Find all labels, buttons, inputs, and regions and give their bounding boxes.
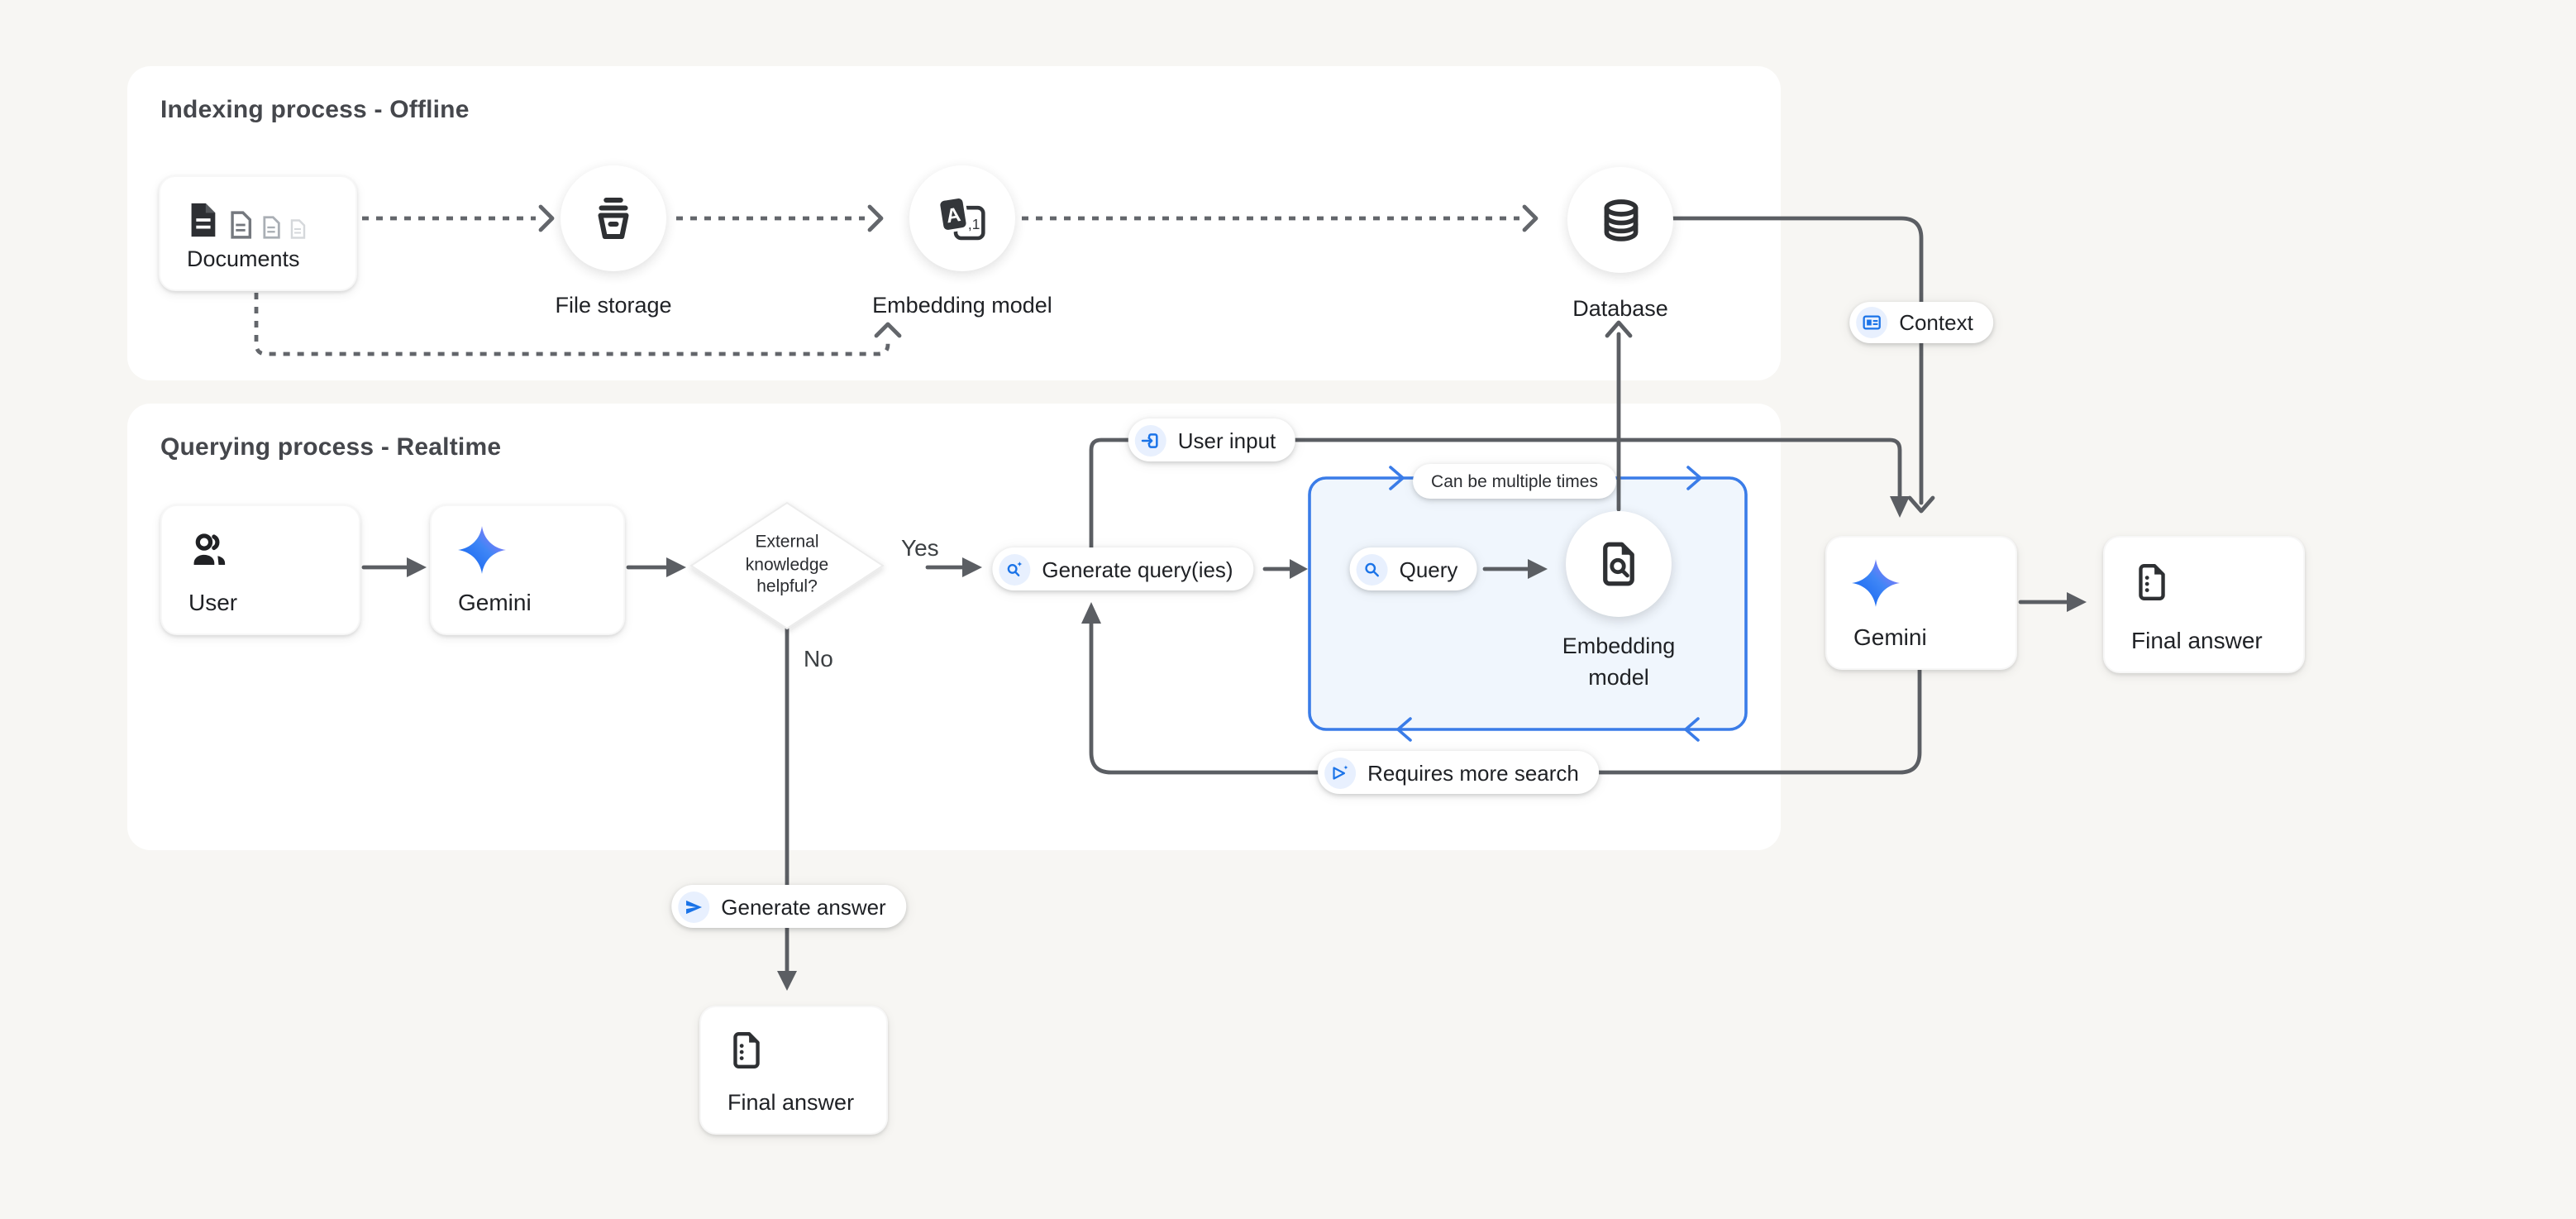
user-card: User xyxy=(160,504,360,635)
user-label: User xyxy=(188,589,238,615)
arrowhead-gemini-finalanswer-icon xyxy=(2067,592,2087,612)
svg-text:A: A xyxy=(945,203,962,227)
user-input-pill: User input xyxy=(1128,418,1296,461)
documents-icon xyxy=(184,198,308,241)
final-answer-bottom-card: Final answer xyxy=(699,1006,888,1135)
requires-more-search-pill: Requires more search xyxy=(1318,751,1599,794)
file-storage-label: File storage xyxy=(555,293,672,318)
generate-queries-pill: Generate query(ies) xyxy=(992,547,1253,590)
generate-answer-pill-label: Generate answer xyxy=(721,894,886,919)
embedding-model-icon: 0,1 A xyxy=(937,195,985,241)
user-input-pill-label: User input xyxy=(1177,428,1276,452)
documents-label: Documents xyxy=(187,246,300,271)
arrowhead-userinput-gemini-icon xyxy=(1890,496,1910,518)
file-storage-node xyxy=(561,165,666,271)
yes-label: Yes xyxy=(901,534,939,561)
documents-card: Documents xyxy=(159,175,357,291)
no-label: No xyxy=(804,645,833,672)
final-answer-right-card: Final answer xyxy=(2103,536,2305,673)
query-pill: Query xyxy=(1349,547,1478,590)
gemini-card: Gemini xyxy=(430,504,625,635)
can-be-multiple-times-label: Can be multiple times xyxy=(1431,471,1598,491)
gemini-label: Gemini xyxy=(458,589,532,615)
gemini-label: Gemini xyxy=(1853,624,1927,650)
send-icon xyxy=(678,891,710,922)
generate-queries-pill-label: Generate query(ies) xyxy=(1042,557,1233,581)
spark-arrow-icon xyxy=(1324,757,1357,788)
search-icon xyxy=(1356,553,1388,585)
indexing-panel-title: Indexing process - Offline xyxy=(160,96,470,124)
final-answer-label: Final answer xyxy=(2131,627,2263,653)
database-icon xyxy=(1603,198,1638,241)
database-label: Database xyxy=(1572,296,1668,321)
generate-answer-pill: Generate answer xyxy=(671,885,906,928)
embedding-model-offline-node: 0,1 A xyxy=(909,165,1015,271)
bucket-icon xyxy=(598,198,629,239)
embedding-model-realtime-node xyxy=(1566,511,1672,617)
embedding-model-realtime-label: Embedding model xyxy=(1562,633,1676,690)
final-answer-label: Final answer xyxy=(727,1090,855,1115)
users-icon xyxy=(193,533,226,565)
requires-more-search-pill-label: Requires more search xyxy=(1367,760,1579,785)
querying-panel-title: Querying process - Realtime xyxy=(160,433,502,461)
gemini-star-icon xyxy=(1852,559,1900,607)
article-icon xyxy=(1856,307,1888,338)
arrowhead-no-icon xyxy=(777,971,797,991)
input-icon xyxy=(1134,424,1166,456)
database-node xyxy=(1567,167,1673,273)
embedding-model-offline-label: Embedding model xyxy=(872,293,1052,318)
file-search-icon xyxy=(1603,542,1634,586)
final-answer-file-icon xyxy=(2139,564,2165,600)
context-pill: Context xyxy=(1849,302,1993,343)
context-pill-label: Context xyxy=(1899,310,1973,335)
can-be-multiple-times-pill: Can be multiple times xyxy=(1413,464,1616,499)
search-spark-icon xyxy=(999,553,1031,585)
final-answer-file-icon xyxy=(733,1032,760,1068)
gemini-star-icon xyxy=(458,526,506,574)
query-pill-label: Query xyxy=(1399,557,1458,581)
arrowhead-context-gemini-icon xyxy=(1907,495,1935,514)
decision-text: External knowledge helpful? xyxy=(745,532,829,597)
gemini-right-card: Gemini xyxy=(1825,536,2017,670)
